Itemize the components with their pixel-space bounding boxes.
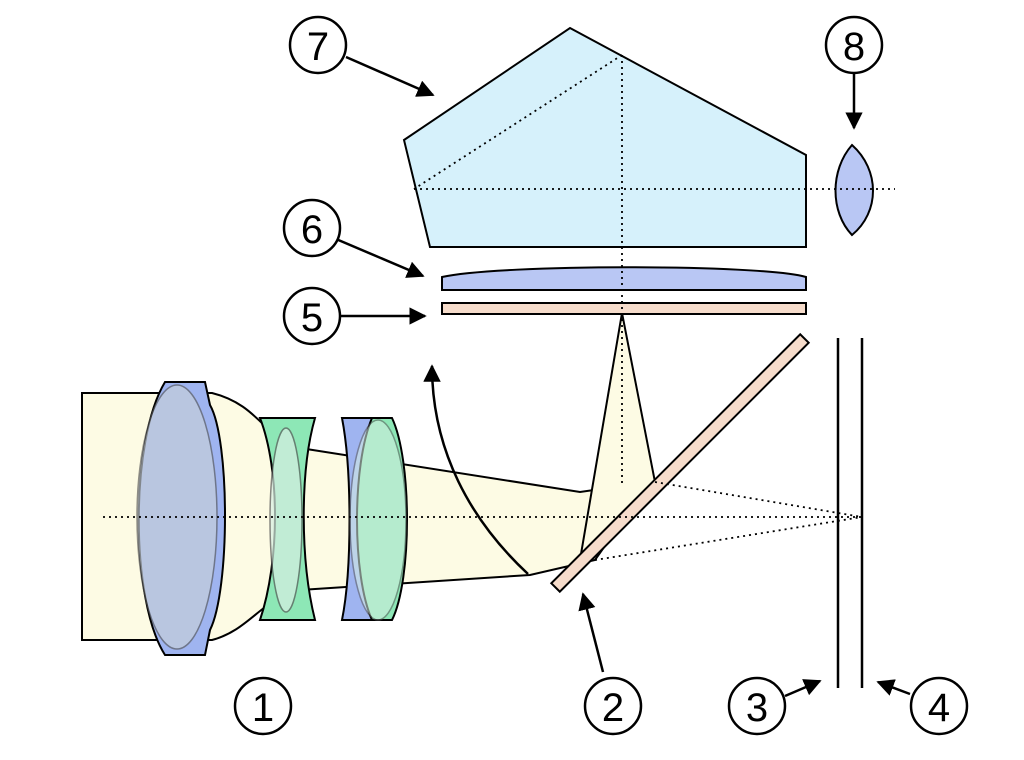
rear-lens-overlay (349, 419, 407, 621)
callout-8: 8 (824, 15, 884, 75)
callout-arrow-2 (578, 592, 605, 673)
upper-ray-line (654, 481, 863, 518)
svg-text:5: 5 (301, 296, 323, 340)
lens-group (136, 381, 408, 656)
callout-5: 5 (282, 286, 342, 346)
callout-arrow-7 (345, 55, 435, 97)
pentaprism (402, 26, 807, 248)
callout-1: 1 (233, 676, 293, 736)
svg-text:6: 6 (301, 208, 323, 252)
svg-text:7: 7 (307, 25, 329, 69)
reflex-mirror (549, 332, 811, 594)
svg-text:2: 2 (602, 686, 624, 730)
condenser-lens (441, 266, 807, 291)
callout-3: 3 (727, 676, 787, 736)
svg-text:3: 3 (746, 686, 768, 730)
svg-text:1: 1 (252, 686, 274, 730)
callout-4: 4 (909, 676, 969, 736)
callout-6: 6 (282, 198, 342, 258)
callout-arrow-6 (335, 237, 425, 278)
callout-7: 7 (288, 15, 348, 75)
callout-2: 2 (583, 676, 643, 736)
lower-ray-line (594, 516, 863, 561)
eyepiece-lens (834, 143, 874, 237)
callout-arrow-4 (876, 679, 911, 696)
callout-arrow-3 (784, 679, 822, 698)
svg-text:4: 4 (928, 686, 950, 730)
focusing-screen (441, 302, 807, 315)
svg-text:8: 8 (843, 25, 865, 69)
mirror-flip-arrow (423, 364, 529, 575)
concave-lens-overlay (269, 427, 303, 613)
